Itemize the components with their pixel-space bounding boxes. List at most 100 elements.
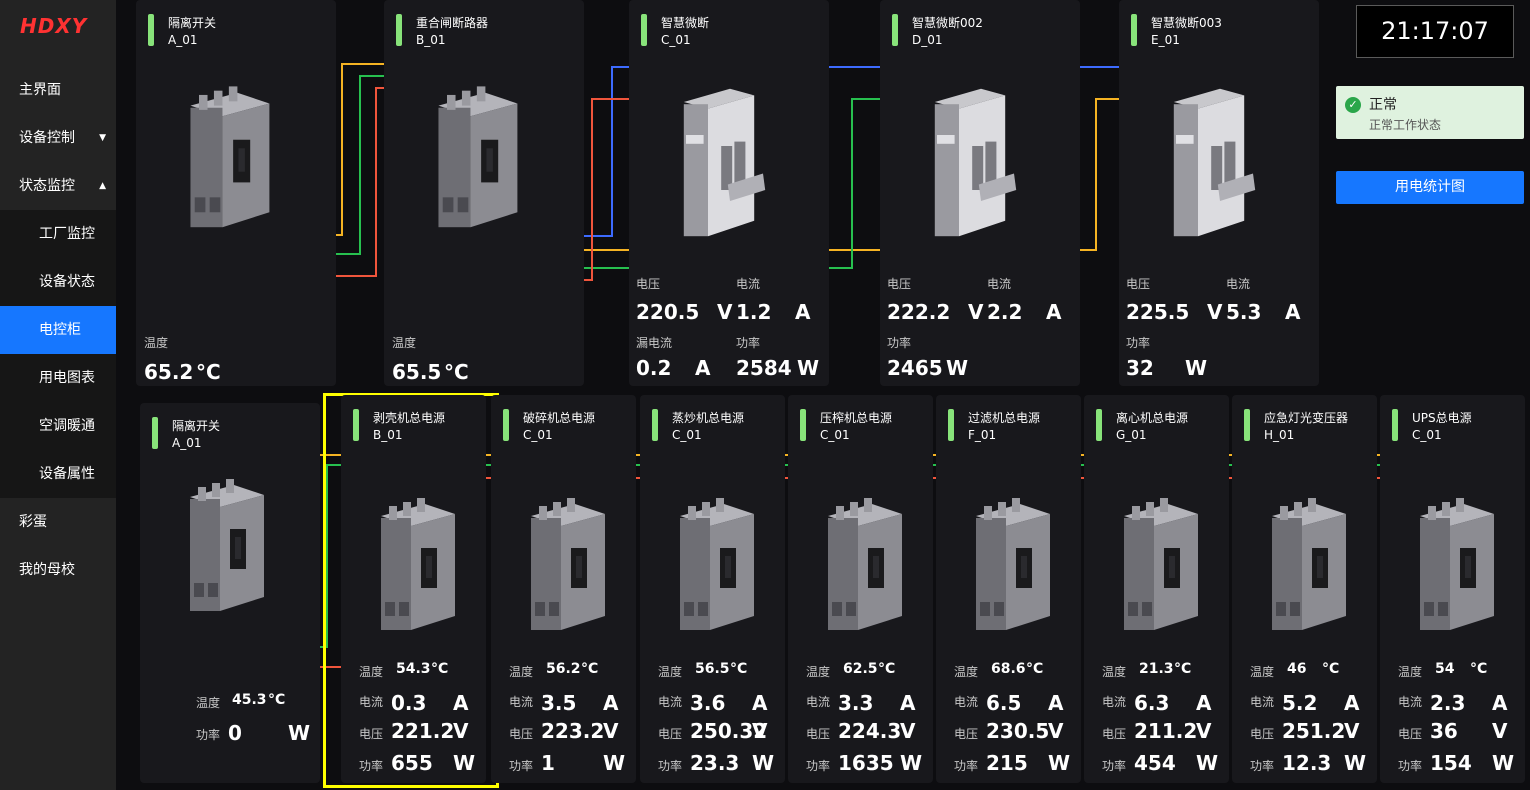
status-panel: ✓ 正常 正常工作状态 xyxy=(1336,86,1524,139)
unit: A xyxy=(453,691,469,715)
power-label: 功率 xyxy=(954,759,979,773)
sidebar-item-8[interactable]: 设备属性 xyxy=(0,450,116,498)
chevron-icon: ▲ xyxy=(99,181,106,191)
sidebar-item-label: 设备状态 xyxy=(39,274,95,290)
power-stats-button[interactable]: 用电统计图 xyxy=(1336,171,1524,204)
device-id: B_01 xyxy=(373,428,403,442)
unit: W xyxy=(752,751,775,775)
status-bar xyxy=(892,14,898,46)
current-label: 电流 xyxy=(1250,695,1275,709)
voltage-label: 电压 xyxy=(806,727,831,741)
current-value: 6.3 xyxy=(1134,691,1170,715)
temperature-value: 21.3 xyxy=(1139,661,1174,677)
temperature-value: 62.5 xyxy=(843,661,878,677)
sidebar-item-10[interactable]: 我的母校 xyxy=(0,546,116,594)
unit: °C xyxy=(1174,661,1192,677)
device-name: UPS总电源 xyxy=(1412,411,1472,425)
unit: A xyxy=(1344,691,1360,715)
voltage-label: 电压 xyxy=(509,727,534,741)
device-id: C_01 xyxy=(1412,428,1442,442)
unit: °C xyxy=(268,692,286,708)
device-id: H_01 xyxy=(1264,428,1295,442)
current-value: 3.3 xyxy=(838,691,874,715)
unit: V xyxy=(1492,719,1508,743)
status-desc: 正常工作状态 xyxy=(1369,118,1442,132)
unit: °C xyxy=(1026,661,1044,677)
current-value: 5.2 xyxy=(1282,691,1318,715)
unit: W xyxy=(797,356,820,380)
sidebar-item-4[interactable]: 设备状态 xyxy=(0,258,116,306)
power-value: 32 xyxy=(1126,356,1154,380)
status-bar xyxy=(1096,409,1102,441)
device-id: A_01 xyxy=(172,436,202,450)
sidebar-item-0[interactable]: 主界面 xyxy=(0,66,116,114)
sidebar-item-6[interactable]: 用电图表 xyxy=(0,354,116,402)
temperature-value: 65.2 xyxy=(144,360,194,384)
circuit-breaker-icon xyxy=(816,487,916,651)
unit: V xyxy=(900,719,916,743)
voltage-label: 电压 xyxy=(954,727,979,741)
temperature-label: 温度 xyxy=(1102,665,1127,679)
device-name: 过滤机总电源 xyxy=(968,411,1041,425)
sidebar-item-label: 电控柜 xyxy=(39,322,81,338)
status-bar xyxy=(503,409,509,441)
device-name: 剥壳机总电源 xyxy=(373,411,446,425)
unit: °C xyxy=(878,661,896,677)
unit: A xyxy=(1196,691,1212,715)
voltage-value: 251.2 xyxy=(1282,719,1346,743)
clock: 21:17:07 xyxy=(1356,5,1514,58)
unit: °C xyxy=(581,661,599,677)
unit: V xyxy=(453,719,469,743)
power-value: 12.3 xyxy=(1282,751,1332,775)
voltage-value: 36 xyxy=(1430,719,1458,743)
isolation-switch-icon xyxy=(178,473,278,627)
sidebar-item-label: 设备控制 xyxy=(19,130,75,146)
status-bar xyxy=(148,14,154,46)
sidebar-item-9[interactable]: 彩蛋 xyxy=(0,498,116,546)
current-label: 电流 xyxy=(736,277,761,291)
current-value: 3.6 xyxy=(690,691,726,715)
smart-mcb-icon xyxy=(1149,80,1269,249)
current-value: 1.2 xyxy=(736,300,772,324)
unit: A xyxy=(1285,300,1301,324)
device-name: 离心机总电源 xyxy=(1116,411,1189,425)
status-bar xyxy=(652,409,658,441)
unit: W xyxy=(900,751,923,775)
sidebar-item-5[interactable]: 电控柜 xyxy=(0,306,116,354)
current-label: 电流 xyxy=(954,695,979,709)
sidebar-item-1[interactable]: 设备控制▼ xyxy=(0,114,116,162)
device-name: 重合闸断路器 xyxy=(416,16,489,30)
voltage-label: 电压 xyxy=(1126,277,1151,291)
sidebar-item-label: 用电图表 xyxy=(39,370,95,386)
status-bar xyxy=(641,14,647,46)
unit: W xyxy=(603,751,626,775)
temperature-value: 56.5 xyxy=(695,661,730,677)
voltage-value: 223.2 xyxy=(541,719,605,743)
unit: W xyxy=(453,751,476,775)
sidebar-item-2[interactable]: 状态监控 ▲ xyxy=(0,162,116,210)
unit: °C xyxy=(431,661,449,677)
status-bar xyxy=(152,417,158,449)
voltage-label: 电压 xyxy=(636,277,661,291)
unit: °C xyxy=(444,360,469,384)
status-bar xyxy=(1131,14,1137,46)
sidebar-item-7[interactable]: 空调暖通 xyxy=(0,402,116,450)
current-label: 电流 xyxy=(1398,695,1423,709)
sidebar-item-label: 状态监控 xyxy=(19,178,75,194)
sidebar-item-3[interactable]: 工厂监控 xyxy=(0,210,116,258)
unit: V xyxy=(1048,719,1064,743)
